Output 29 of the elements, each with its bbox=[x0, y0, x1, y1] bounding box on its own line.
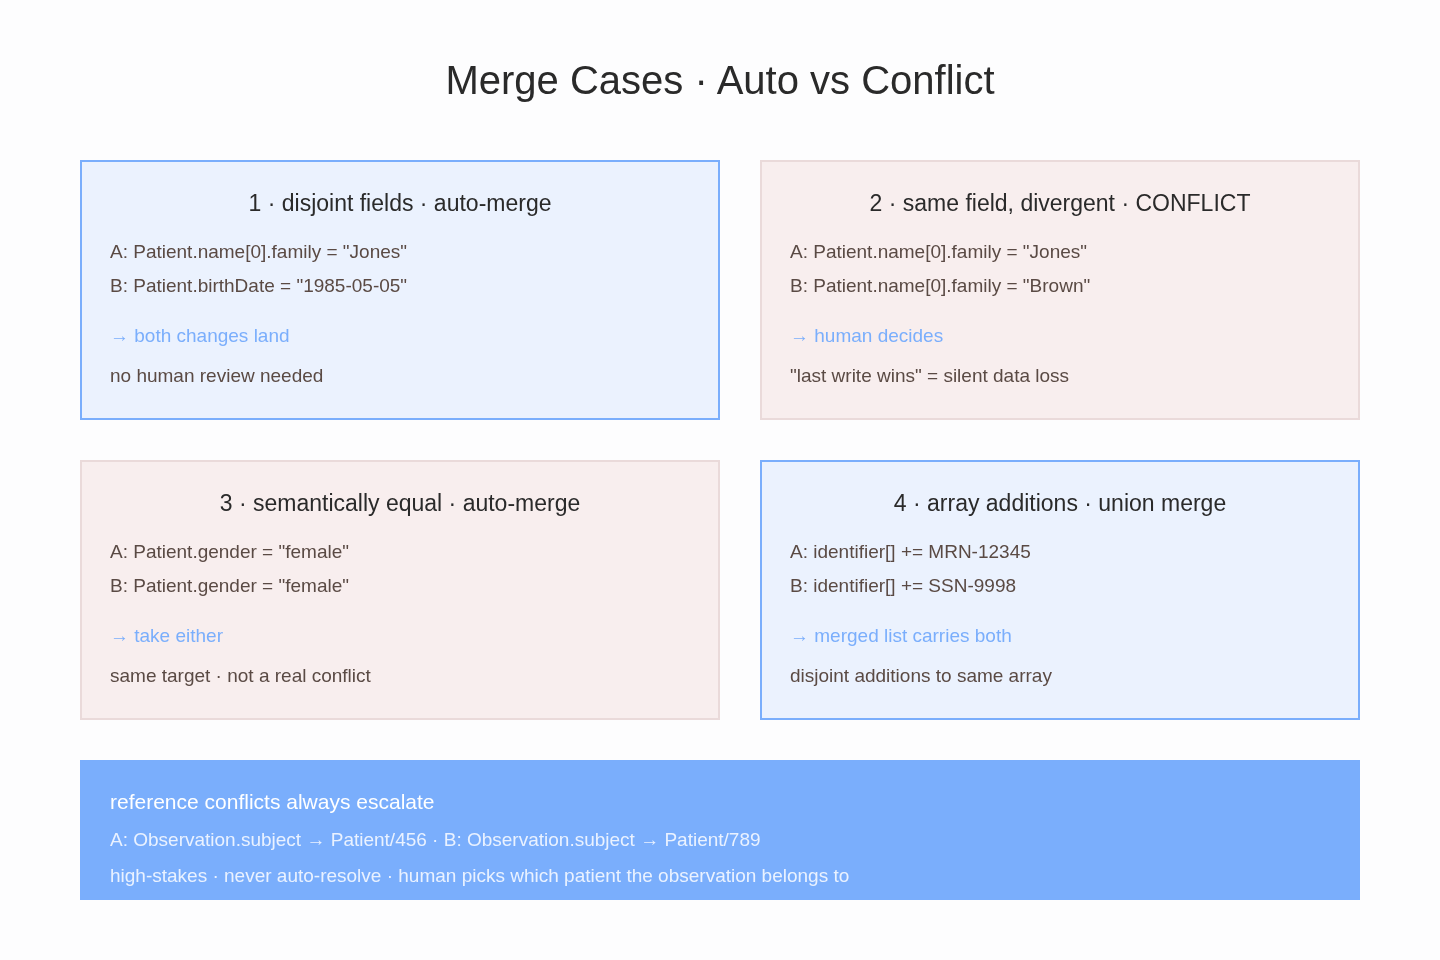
note-text: "last write wins" = silent data loss bbox=[790, 363, 1071, 388]
card-heading: 2 · same field, divergent · CONFLICT bbox=[868, 189, 1252, 218]
summary-band bbox=[80, 760, 1360, 900]
band-heading: reference conflicts always escalate bbox=[110, 789, 436, 815]
field-change: A: Patient.name[0].family = "Jones" bbox=[110, 239, 409, 264]
card-heading: 1 · disjoint fields · auto-merge bbox=[247, 189, 553, 218]
card-heading: 3 · semantically equal · auto-merge bbox=[218, 489, 582, 518]
field-change: B: Patient.name[0].family = "Brown" bbox=[790, 273, 1092, 298]
diagram-title: Merge Cases · Auto vs Conflict bbox=[444, 57, 996, 104]
reference-example: A: Observation.subject → Patient/456 · B: Observation.subject → Patient/789 bbox=[110, 828, 762, 852]
field-change: A: identifier[] += MRN-12345 bbox=[790, 539, 1032, 564]
field-change: B: Patient.gender = "female" bbox=[110, 573, 350, 598]
field-change: A: Patient.name[0].family = "Jones" bbox=[790, 239, 1089, 264]
case-card bbox=[80, 460, 720, 720]
case-card bbox=[760, 160, 1360, 420]
note-text: same target · not a real conflict bbox=[110, 663, 372, 688]
field-change: B: Patient.birthDate = "1985-05-05" bbox=[110, 273, 409, 298]
outcome-text: → both changes land bbox=[110, 323, 291, 348]
card-heading: 4 · array additions · union merge bbox=[892, 489, 1228, 518]
outcome-text: → merged list carries both bbox=[790, 623, 1013, 648]
note-text: disjoint additions to same array bbox=[790, 663, 1053, 688]
field-change: A: Patient.gender = "female" bbox=[110, 539, 350, 564]
case-card bbox=[80, 160, 720, 420]
note-text: no human review needed bbox=[110, 363, 325, 388]
outcome-text: → human decides bbox=[790, 323, 945, 348]
case-card bbox=[760, 460, 1360, 720]
field-change: B: identifier[] += SSN-9998 bbox=[790, 573, 1017, 598]
note-text: high-stakes · never auto-resolve · human picks which patient the observation belongs to bbox=[110, 864, 851, 888]
outcome-text: → take either bbox=[110, 623, 224, 648]
